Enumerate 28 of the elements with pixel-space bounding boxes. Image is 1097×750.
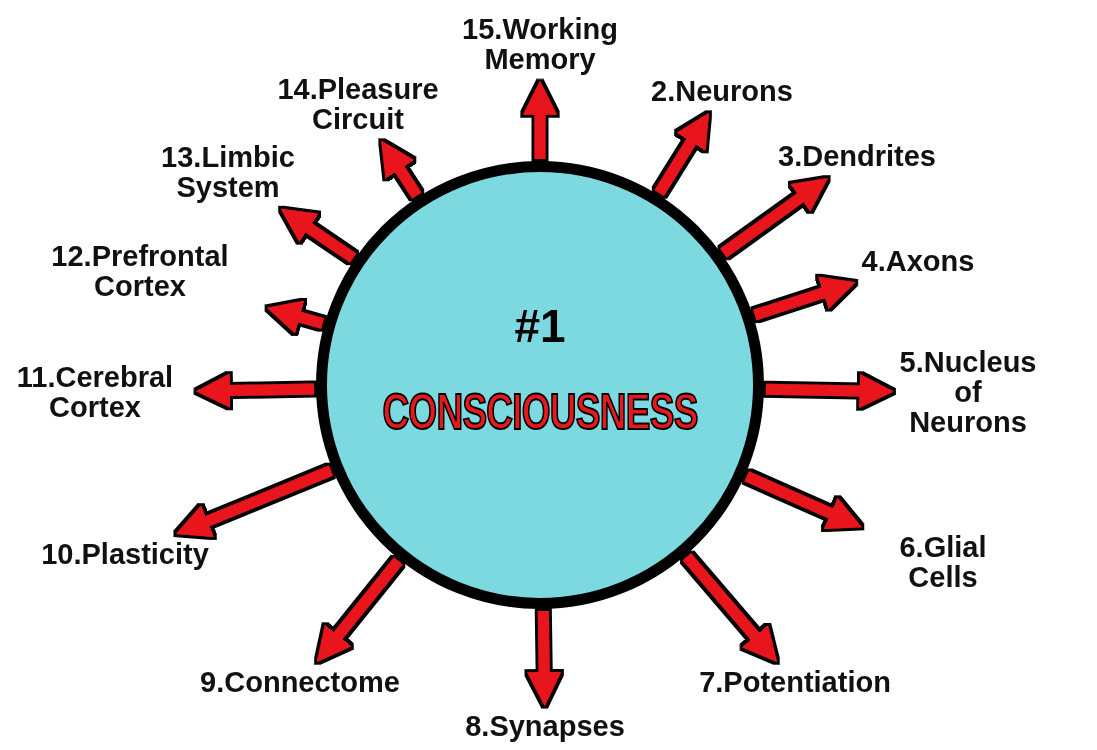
topic-label: 14.Pleasure Circuit — [248, 75, 468, 135]
arrow — [280, 208, 357, 263]
arrow — [720, 177, 828, 258]
number-heading: #1 — [514, 299, 566, 353]
topic-label: 11.Cerebral Cortex — [0, 363, 190, 423]
topic-label: 8.Synapses — [465, 712, 625, 742]
topic-label: 10.Plasticity — [41, 540, 209, 570]
topic-label: 3.Dendrites — [778, 142, 936, 172]
topic-label: 13.Limbic System — [138, 143, 318, 203]
title-text: CONSCIOUSNESS — [382, 383, 698, 441]
topic-label: 9.Connectome — [200, 668, 400, 698]
arrow — [176, 465, 333, 537]
arrow — [266, 300, 324, 334]
arrow — [196, 373, 315, 408]
topic-label: 5.Nucleus of Neurons — [899, 348, 1037, 438]
arrow — [744, 471, 862, 529]
arrow — [654, 112, 709, 196]
arrow — [765, 374, 894, 408]
arrow — [381, 140, 422, 199]
topic-label: 2.Neurons — [651, 77, 793, 107]
arrow — [316, 557, 403, 663]
topic-label: 6.Glial Cells — [866, 533, 1020, 593]
topic-label: 4.Axons — [861, 247, 975, 277]
topic-label: 7.Potentiation — [699, 668, 891, 698]
arrow — [523, 80, 557, 159]
arrow — [682, 553, 778, 663]
topic-label: 12.Prefrontal Cortex — [15, 242, 265, 302]
topic-label: 15.Working Memory — [430, 15, 650, 75]
